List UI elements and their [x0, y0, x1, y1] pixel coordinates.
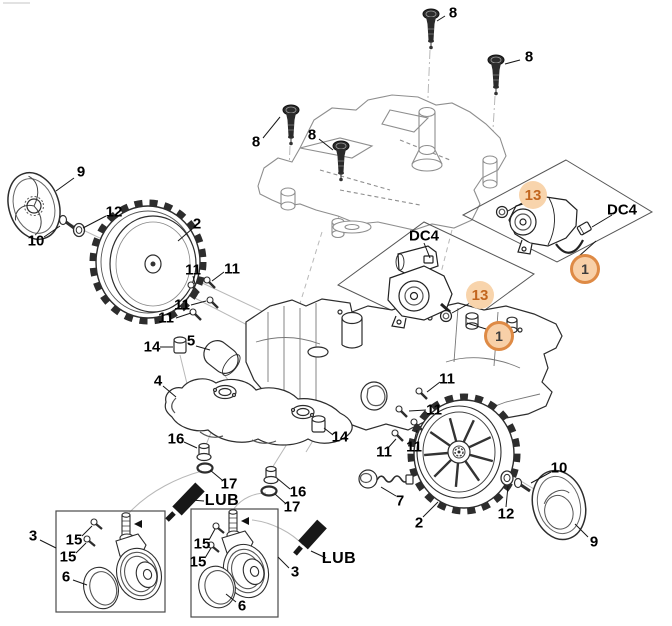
front-housing [164, 378, 353, 446]
callout-8-a: 8 [448, 4, 458, 22]
dc4-connector-bottom [423, 255, 434, 264]
deck-screws-8 [282, 8, 505, 182]
callout-15-a: 15 [65, 531, 83, 549]
bushing-16-b [263, 465, 279, 485]
callout-17-b: 17 [283, 498, 301, 516]
callout-14-right: 14 [331, 428, 349, 446]
deck-boss-tower-2 [482, 155, 498, 189]
wheel-spokes [423, 417, 494, 488]
screw-8 [332, 140, 350, 182]
o-ring-17-b [260, 485, 278, 497]
left-drive-wheel [89, 199, 207, 325]
callout-11-b: 11 [224, 260, 240, 278]
caster-cover-left [83, 566, 119, 610]
o-ring-17-a [196, 462, 214, 474]
callout-15-d: 15 [189, 553, 207, 571]
callout-11-d: 11 [158, 309, 174, 327]
callout-11-f: 11 [426, 401, 442, 419]
right-wheel-cover [531, 469, 587, 541]
callout-12-right: 12 [497, 505, 515, 523]
callout-8-b: 8 [524, 48, 534, 66]
highlight-1-top: 1 [570, 254, 600, 284]
caster-mount-right [290, 404, 315, 420]
callout-8-c: 8 [251, 133, 261, 151]
screw-8 [422, 8, 440, 50]
highlight-1-bottom: 1 [484, 321, 514, 351]
callout-8-d: 8 [307, 126, 317, 144]
caster-kit-box-left [55, 510, 166, 613]
caster-mount-left [212, 384, 237, 400]
callout-7: 7 [395, 492, 405, 510]
deck-boss-tower-3 [280, 187, 296, 211]
bushing-16-a [196, 442, 212, 462]
callout-17-a: 17 [220, 475, 238, 493]
callout-3-left: 3 [28, 527, 38, 545]
motor-screws-11 [187, 276, 428, 442]
deck-boss-tower-1 [411, 106, 443, 172]
spring-contact-7 [358, 469, 414, 489]
caster-assembly-left [83, 512, 162, 610]
callout-6-left: 6 [61, 568, 71, 586]
callout-15-b: 15 [59, 548, 77, 566]
lubricant-label-left: LUB [204, 492, 240, 509]
screw-8 [282, 104, 300, 146]
body-cylinder [341, 311, 363, 349]
dc4-connector-top [576, 221, 592, 236]
motor-cap-13-top [495, 205, 509, 219]
highlight-13-top: 13 [519, 181, 547, 209]
callout-3-right: 3 [290, 563, 300, 581]
axle-screw-right [513, 477, 531, 493]
callout-2-left: 2 [192, 215, 202, 233]
left-wheel-cover [7, 172, 61, 240]
axle-screw-left [58, 214, 75, 230]
buffer-14-left [173, 336, 187, 354]
callout-11-h: 11 [376, 443, 392, 461]
deck-assembly [257, 94, 507, 239]
buffer-14-right [311, 415, 326, 433]
callout-5: 5 [186, 332, 196, 350]
motor-cable [555, 239, 584, 254]
drive-motor-top [495, 196, 592, 255]
direction-arrow [134, 520, 142, 528]
lubricant-tube-right [293, 519, 327, 556]
lubricant-label-right: LUB [321, 550, 357, 567]
callout-2-right: 2 [414, 514, 424, 532]
callout-9-left: 9 [76, 163, 86, 181]
right-drive-wheel [407, 393, 521, 515]
callout-11-g: 11 [406, 438, 422, 456]
direction-arrow [241, 517, 249, 525]
caster-kit-box-right [190, 508, 279, 618]
callout-11-e: 11 [439, 370, 455, 388]
callout-14-left: 14 [143, 338, 161, 356]
callout-11-a: 11 [185, 261, 201, 279]
callout-16-a: 16 [167, 430, 185, 448]
callout-11-c: 11 [174, 296, 190, 314]
lubricant-tube-left [165, 482, 205, 522]
body-opening [307, 346, 329, 358]
callout-15-c: 15 [193, 535, 211, 553]
dc4-connector-label-bottom: DC4 [408, 227, 440, 245]
motor-cap-13-bottom [439, 309, 453, 323]
callout-10-left: 10 [27, 232, 45, 250]
caster-cover-right [198, 565, 236, 609]
callout-10-right: 10 [550, 459, 568, 477]
washer-left [72, 222, 86, 238]
callout-6-right: 6 [237, 597, 247, 615]
label-leader-lines [39, 15, 613, 603]
panel-top [461, 159, 654, 263]
caster-screws-left [83, 518, 103, 547]
callout-4: 4 [153, 372, 163, 390]
callout-16-b: 16 [289, 483, 307, 501]
callout-9-right: 9 [589, 533, 599, 551]
washer-right [500, 470, 514, 486]
screw-8 [487, 54, 505, 96]
callout-12-left: 12 [105, 203, 123, 221]
highlight-13-bottom: 13 [466, 281, 494, 309]
dc4-connector-label-top: DC4 [606, 201, 638, 219]
damper-5 [203, 340, 241, 376]
